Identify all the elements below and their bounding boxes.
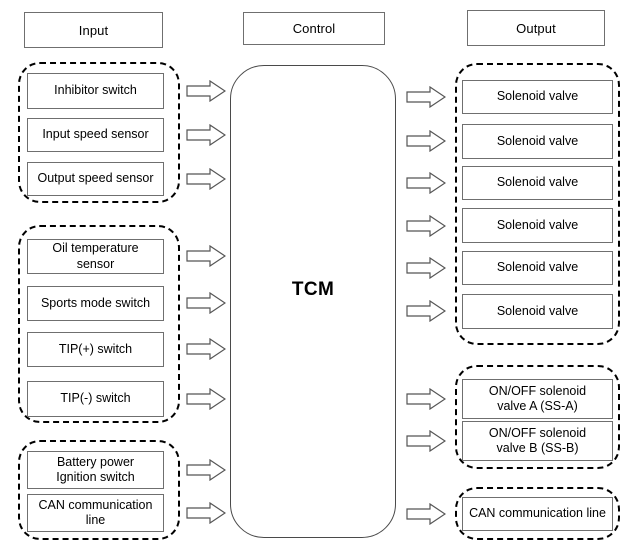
block-arrow-right-icon xyxy=(406,388,446,410)
tcm-label: TCM xyxy=(291,279,335,300)
output-item-line1: ON/OFF solenoid xyxy=(488,425,587,440)
output-item-solenoid-valve[interactable]: Solenoid valve xyxy=(462,80,613,114)
block-arrow-right-icon xyxy=(186,124,226,146)
column-header-output: Output xyxy=(467,10,605,46)
block-arrow-right-icon xyxy=(406,430,446,452)
input-item-output-speed-sensor[interactable]: Output speed sensor xyxy=(27,162,164,196)
output-group-network-output xyxy=(455,487,620,540)
input-item-tip-plus-switch[interactable]: TIP(+) switch xyxy=(27,332,164,367)
input-item-battery-power-ignition-switch[interactable]: Battery power Ignition switch xyxy=(27,451,164,489)
block-arrow-right-icon xyxy=(186,292,226,314)
output-item-on-off-solenoid-valve-a[interactable]: ON/OFF solenoid valve A (SS-A) xyxy=(462,379,613,419)
output-group-on-off-solenoid-valves xyxy=(455,365,620,469)
block-arrow-right-icon xyxy=(406,86,446,108)
input-item-can-communication-line[interactable]: CAN communication line xyxy=(27,494,164,532)
output-item-solenoid-valve[interactable]: Solenoid valve xyxy=(462,208,613,243)
block-arrow-right-icon xyxy=(406,300,446,322)
block-arrow-right-icon xyxy=(186,80,226,102)
input-item-input-speed-sensor[interactable]: Input speed sensor xyxy=(27,118,164,152)
block-arrow-right-icon xyxy=(406,130,446,152)
block-arrow-right-icon xyxy=(186,459,226,481)
input-item-sports-mode-switch[interactable]: Sports mode switch xyxy=(27,286,164,321)
column-header-input: Input xyxy=(24,12,163,48)
input-group-speed-and-position-sensors xyxy=(18,62,180,203)
block-arrow-right-icon xyxy=(186,168,226,190)
column-header-control: Control xyxy=(243,12,385,45)
block-arrow-right-icon xyxy=(406,172,446,194)
input-item-tip-minus-switch[interactable]: TIP(-) switch xyxy=(27,381,164,417)
output-item-line2: valve B (SS-B) xyxy=(496,441,579,455)
input-item-line2: line xyxy=(85,513,106,527)
output-item-line2: valve A (SS-A) xyxy=(497,399,578,413)
input-item-line2: Ignition switch xyxy=(56,470,135,484)
block-arrow-right-icon xyxy=(186,388,226,410)
block-arrow-right-icon xyxy=(406,503,446,525)
block-arrow-right-icon xyxy=(406,257,446,279)
output-item-solenoid-valve[interactable]: Solenoid valve xyxy=(462,166,613,200)
output-group-solenoid-valves xyxy=(455,63,620,345)
input-item-line1: Battery power xyxy=(56,454,135,469)
output-item-solenoid-valve[interactable]: Solenoid valve xyxy=(462,251,613,285)
output-item-line1: ON/OFF solenoid xyxy=(488,383,587,398)
tcm-control-block xyxy=(230,65,396,538)
output-item-can-communication-line[interactable]: CAN communication line xyxy=(462,497,613,531)
output-item-on-off-solenoid-valve-b[interactable]: ON/OFF solenoid valve B (SS-B) xyxy=(462,421,613,461)
block-arrow-right-icon xyxy=(186,245,226,267)
block-arrow-right-icon xyxy=(186,502,226,524)
input-group-power-and-network-inputs xyxy=(18,440,180,540)
input-group-driver-and-temperature-inputs xyxy=(18,225,180,423)
output-item-solenoid-valve[interactable]: Solenoid valve xyxy=(462,294,613,329)
input-item-oil-temperature-sensor[interactable]: Oil temperature sensor xyxy=(27,239,164,274)
input-item-inhibitor-switch[interactable]: Inhibitor switch xyxy=(27,73,164,109)
input-item-line1: CAN communication xyxy=(38,497,153,512)
output-item-solenoid-valve[interactable]: Solenoid valve xyxy=(462,124,613,159)
block-arrow-right-icon xyxy=(186,338,226,360)
block-arrow-right-icon xyxy=(406,215,446,237)
